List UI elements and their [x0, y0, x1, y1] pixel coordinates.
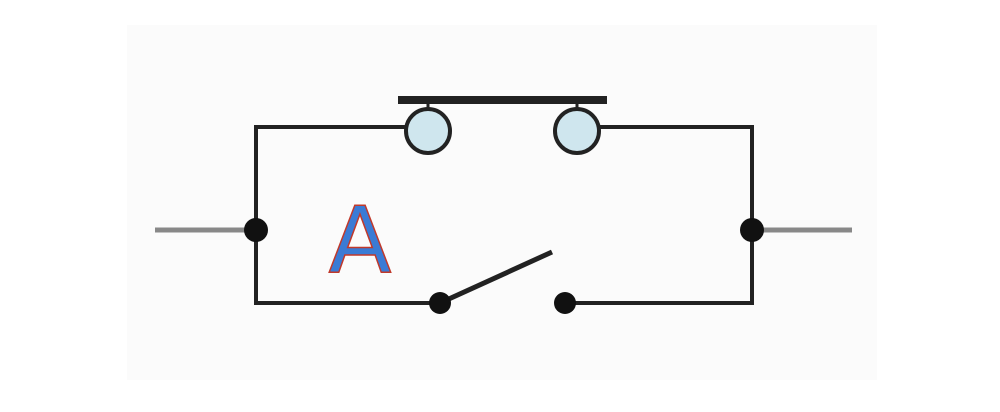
left-junction-node [244, 218, 268, 242]
knife-switch-blade [438, 249, 554, 306]
push-button-contact-right [553, 107, 601, 155]
push-button-contact-left [404, 107, 452, 155]
knife-switch [429, 249, 576, 314]
component-label: A [329, 187, 392, 294]
knife-switch-contact-node [554, 292, 576, 314]
push-button-switch [398, 96, 607, 155]
right-junction-node [740, 218, 764, 242]
knife-switch-pivot-node [429, 292, 451, 314]
